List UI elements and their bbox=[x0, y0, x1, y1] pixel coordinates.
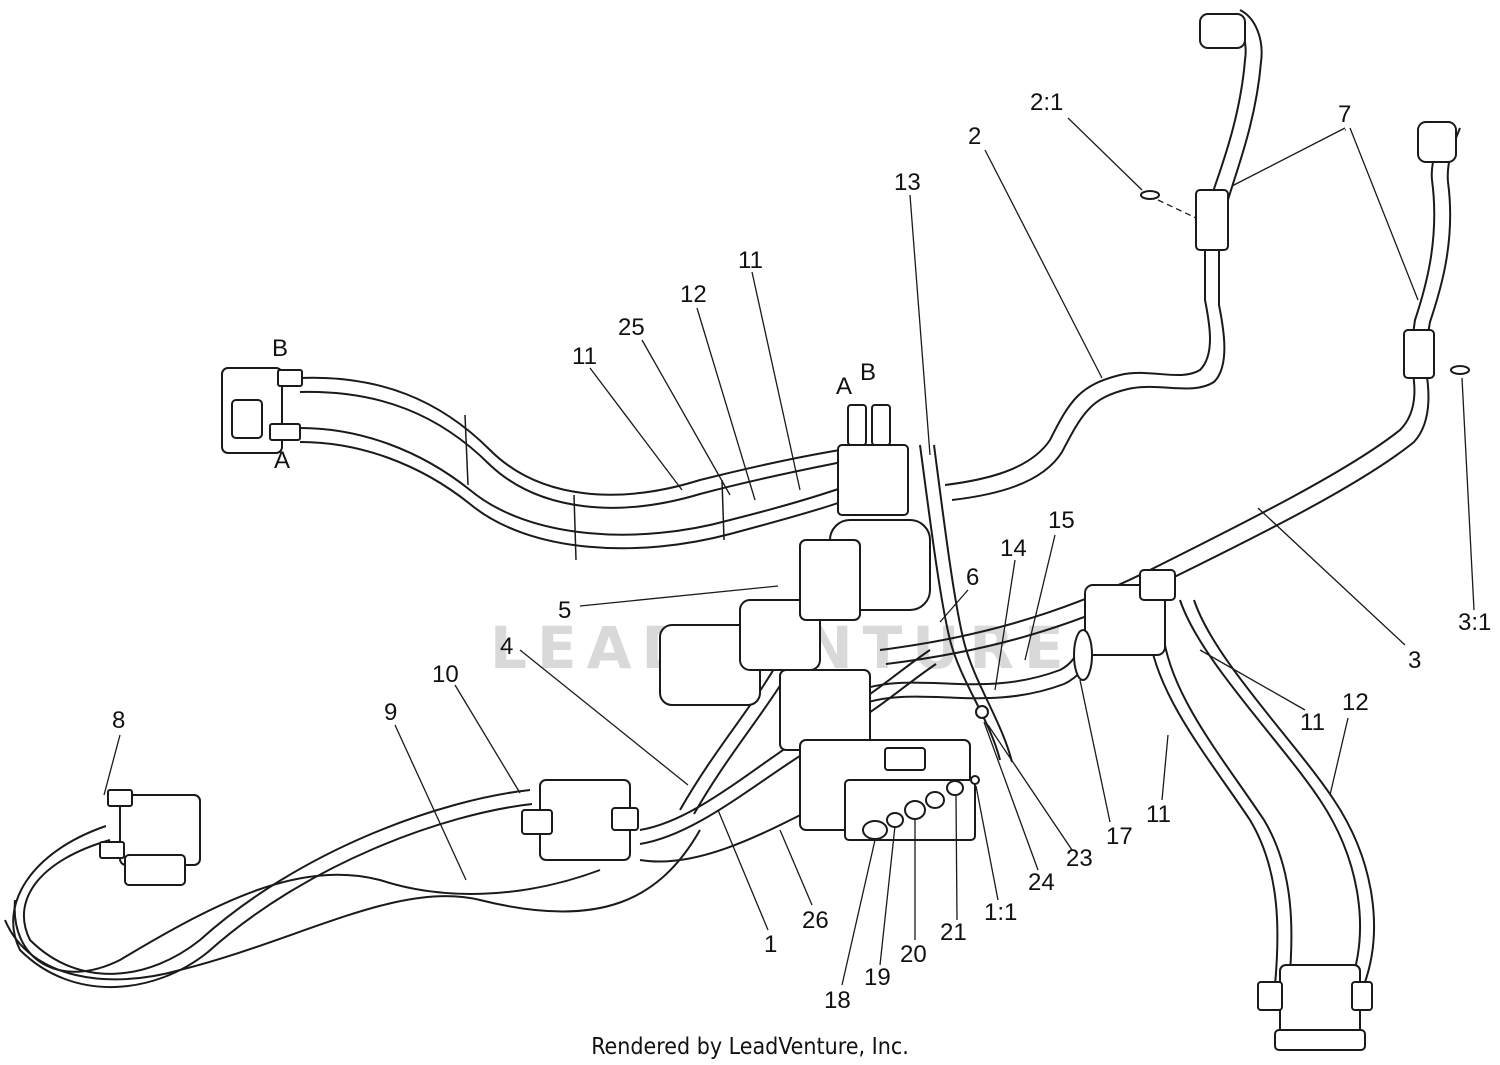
callout-19: 19 bbox=[864, 964, 891, 991]
callout-24: 24 bbox=[1028, 869, 1055, 896]
callout-18: 18 bbox=[824, 987, 851, 1014]
callout-12-upper: 12 bbox=[680, 281, 707, 308]
callout-port-b-left: B bbox=[272, 335, 288, 362]
callout-26: 26 bbox=[802, 907, 829, 934]
callout-21: 21 bbox=[940, 919, 967, 946]
callout-9: 9 bbox=[384, 699, 397, 726]
callout-23: 23 bbox=[1066, 845, 1093, 872]
callout-13: 13 bbox=[894, 169, 921, 196]
callout-port-a-left: A bbox=[274, 447, 290, 474]
control-valve-top bbox=[837, 404, 909, 516]
callout-8: 8 bbox=[112, 707, 125, 734]
callout-3: 3 bbox=[1408, 647, 1421, 674]
hose-2 bbox=[944, 9, 1263, 501]
callout-5: 5 bbox=[558, 597, 571, 624]
wheel-motor-lower-left bbox=[99, 789, 201, 886]
hose-bundle-upper-left bbox=[299, 376, 853, 561]
callout-12-right: 12 bbox=[1342, 689, 1369, 716]
callout-6: 6 bbox=[966, 564, 979, 591]
callout-2: 2 bbox=[968, 123, 981, 150]
hose-3 bbox=[879, 121, 1461, 665]
callout-11-upper: 11 bbox=[738, 247, 763, 274]
callout-14: 14 bbox=[1000, 535, 1027, 562]
callout-port-b-center: B bbox=[860, 359, 876, 386]
callout-25: 25 bbox=[618, 314, 645, 341]
callout-11-lower-right: 11 bbox=[1146, 801, 1171, 828]
o-ring-3-1 bbox=[1450, 365, 1470, 375]
callout-10: 10 bbox=[432, 661, 459, 688]
callout-4: 4 bbox=[500, 633, 513, 660]
callout-3-1: 3:1 bbox=[1458, 609, 1491, 636]
o-ring-2-1 bbox=[1140, 190, 1160, 200]
callout-1: 1 bbox=[764, 931, 777, 958]
callout-7: 7 bbox=[1338, 101, 1351, 128]
valve-block-right bbox=[1073, 569, 1176, 681]
pump-assembly bbox=[659, 519, 931, 751]
callout-11-right: 11 bbox=[1300, 709, 1325, 736]
valve-block-left bbox=[521, 779, 639, 861]
hose-bundle-lower-right bbox=[1149, 599, 1375, 986]
callout-2-1: 2:1 bbox=[1030, 89, 1063, 116]
callout-1-1: 1:1 bbox=[984, 899, 1017, 926]
manifold-block bbox=[799, 705, 989, 841]
callout-17: 17 bbox=[1106, 823, 1133, 850]
callout-15: 15 bbox=[1048, 507, 1075, 534]
callout-port-a-center: A bbox=[836, 373, 852, 400]
footer-credit: Rendered by LeadVenture, Inc. bbox=[591, 1034, 909, 1060]
callout-11-left: 11 bbox=[572, 343, 597, 370]
wheel-motor-upper-left bbox=[221, 367, 303, 454]
wheel-motor-lower-right bbox=[1257, 964, 1373, 1051]
callout-labels: 2:1 7 2 13 11 12 25 11 B A A B 15 14 6 5… bbox=[112, 89, 1491, 1014]
callout-20: 20 bbox=[900, 941, 927, 968]
leader-lines bbox=[103, 117, 1475, 986]
hose-bundle-lower-left bbox=[4, 789, 701, 988]
